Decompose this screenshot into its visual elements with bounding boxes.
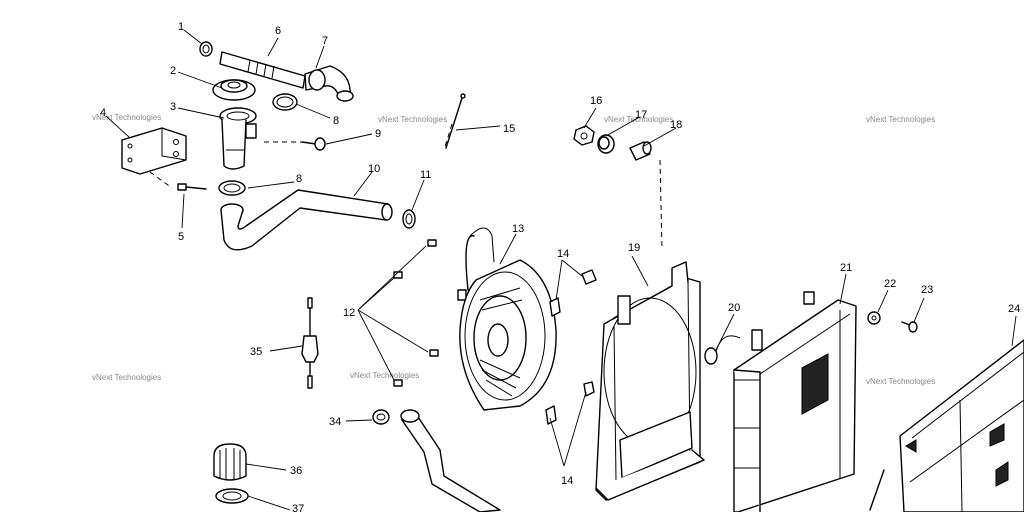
watermark: vNext Technologies (604, 115, 673, 124)
part-16-nut[interactable] (573, 125, 595, 146)
watermark: vNext Technologies (866, 377, 935, 386)
watermark: vNext Technologies (92, 113, 161, 122)
part-17-grommet[interactable] (597, 134, 615, 154)
callout-8-upper: 8 (333, 115, 339, 127)
part-5-screw[interactable] (177, 183, 207, 191)
callout-34: 34 (329, 416, 341, 428)
part-1-clamp[interactable] (199, 41, 213, 57)
part-35-valve[interactable] (301, 297, 319, 389)
part-9-bolt[interactable] (264, 137, 326, 151)
part-37-seal[interactable] (215, 488, 249, 504)
callout-8-lower: 8 (296, 173, 302, 185)
callout-4: 4 (100, 107, 106, 119)
alignment-line (659, 159, 663, 251)
part-18-spacer[interactable] (629, 141, 652, 161)
callout-35: 35 (250, 346, 262, 358)
part-21-radiator[interactable] (733, 291, 857, 512)
watermark: vNext Technologies (92, 373, 161, 382)
callout-22: 22 (884, 278, 896, 290)
callout-16: 16 (590, 95, 602, 107)
callout-14-lower: 14 (561, 475, 573, 487)
part-12-fasteners[interactable] (393, 239, 439, 387)
part-6-7-filler-hose[interactable] (219, 51, 354, 102)
callout-36: 36 (290, 465, 302, 477)
callout-3: 3 (170, 101, 176, 113)
part-3-filler-neck[interactable] (219, 107, 257, 170)
callout-18: 18 (670, 119, 682, 131)
callout-12: 12 (343, 307, 355, 319)
callout-7: 7 (322, 35, 328, 47)
callout-9: 9 (375, 128, 381, 140)
part-24-grille-panel[interactable] (869, 339, 1024, 512)
watermark: vNext Technologies (350, 371, 419, 380)
part-36-reservoir-cap[interactable] (213, 443, 247, 481)
callout-11: 11 (420, 169, 431, 181)
part-19-fan-shroud[interactable] (595, 261, 705, 501)
part-20-sensor[interactable] (704, 335, 741, 365)
part-2-radiator-cap[interactable] (212, 79, 256, 101)
callout-1: 1 (178, 21, 184, 33)
watermark: vNext Technologies (866, 115, 935, 124)
callout-6: 6 (275, 25, 281, 37)
watermark: vNext Technologies (378, 115, 447, 124)
part-15-rod[interactable] (443, 93, 466, 151)
part-13-fan-assembly[interactable] (457, 227, 557, 411)
part-34-clamp[interactable] (372, 409, 390, 425)
part-8-clamp-lower[interactable] (218, 180, 246, 196)
callout-labels: 1 6 7 2 3 4 5 8 9 8 10 11 15 12 13 14 14… (100, 21, 1020, 512)
callout-21: 21 (840, 262, 852, 274)
callout-5: 5 (178, 231, 184, 243)
callout-23: 23 (921, 284, 933, 296)
callout-37: 37 (292, 503, 304, 512)
callout-17: 17 (635, 109, 647, 121)
callout-13: 13 (512, 223, 524, 235)
part-23-screw[interactable] (901, 321, 918, 333)
callout-24: 24 (1008, 303, 1020, 315)
part-11-clamp[interactable] (402, 209, 416, 229)
callout-2: 2 (170, 65, 176, 77)
callout-10: 10 (368, 163, 380, 175)
part-8-clamp-upper[interactable] (272, 93, 298, 111)
callout-19: 19 (628, 242, 640, 254)
leader-lines (105, 29, 1017, 511)
callout-14-upper: 14 (557, 248, 569, 260)
lower-hose[interactable] (400, 409, 501, 512)
part-14-clips[interactable] (545, 269, 597, 425)
callout-15: 15 (503, 123, 515, 135)
part-10-hose[interactable] (220, 189, 393, 251)
callout-20: 20 (728, 302, 740, 314)
part-4-bracket[interactable] (121, 127, 187, 189)
part-22-nut[interactable] (867, 311, 881, 325)
